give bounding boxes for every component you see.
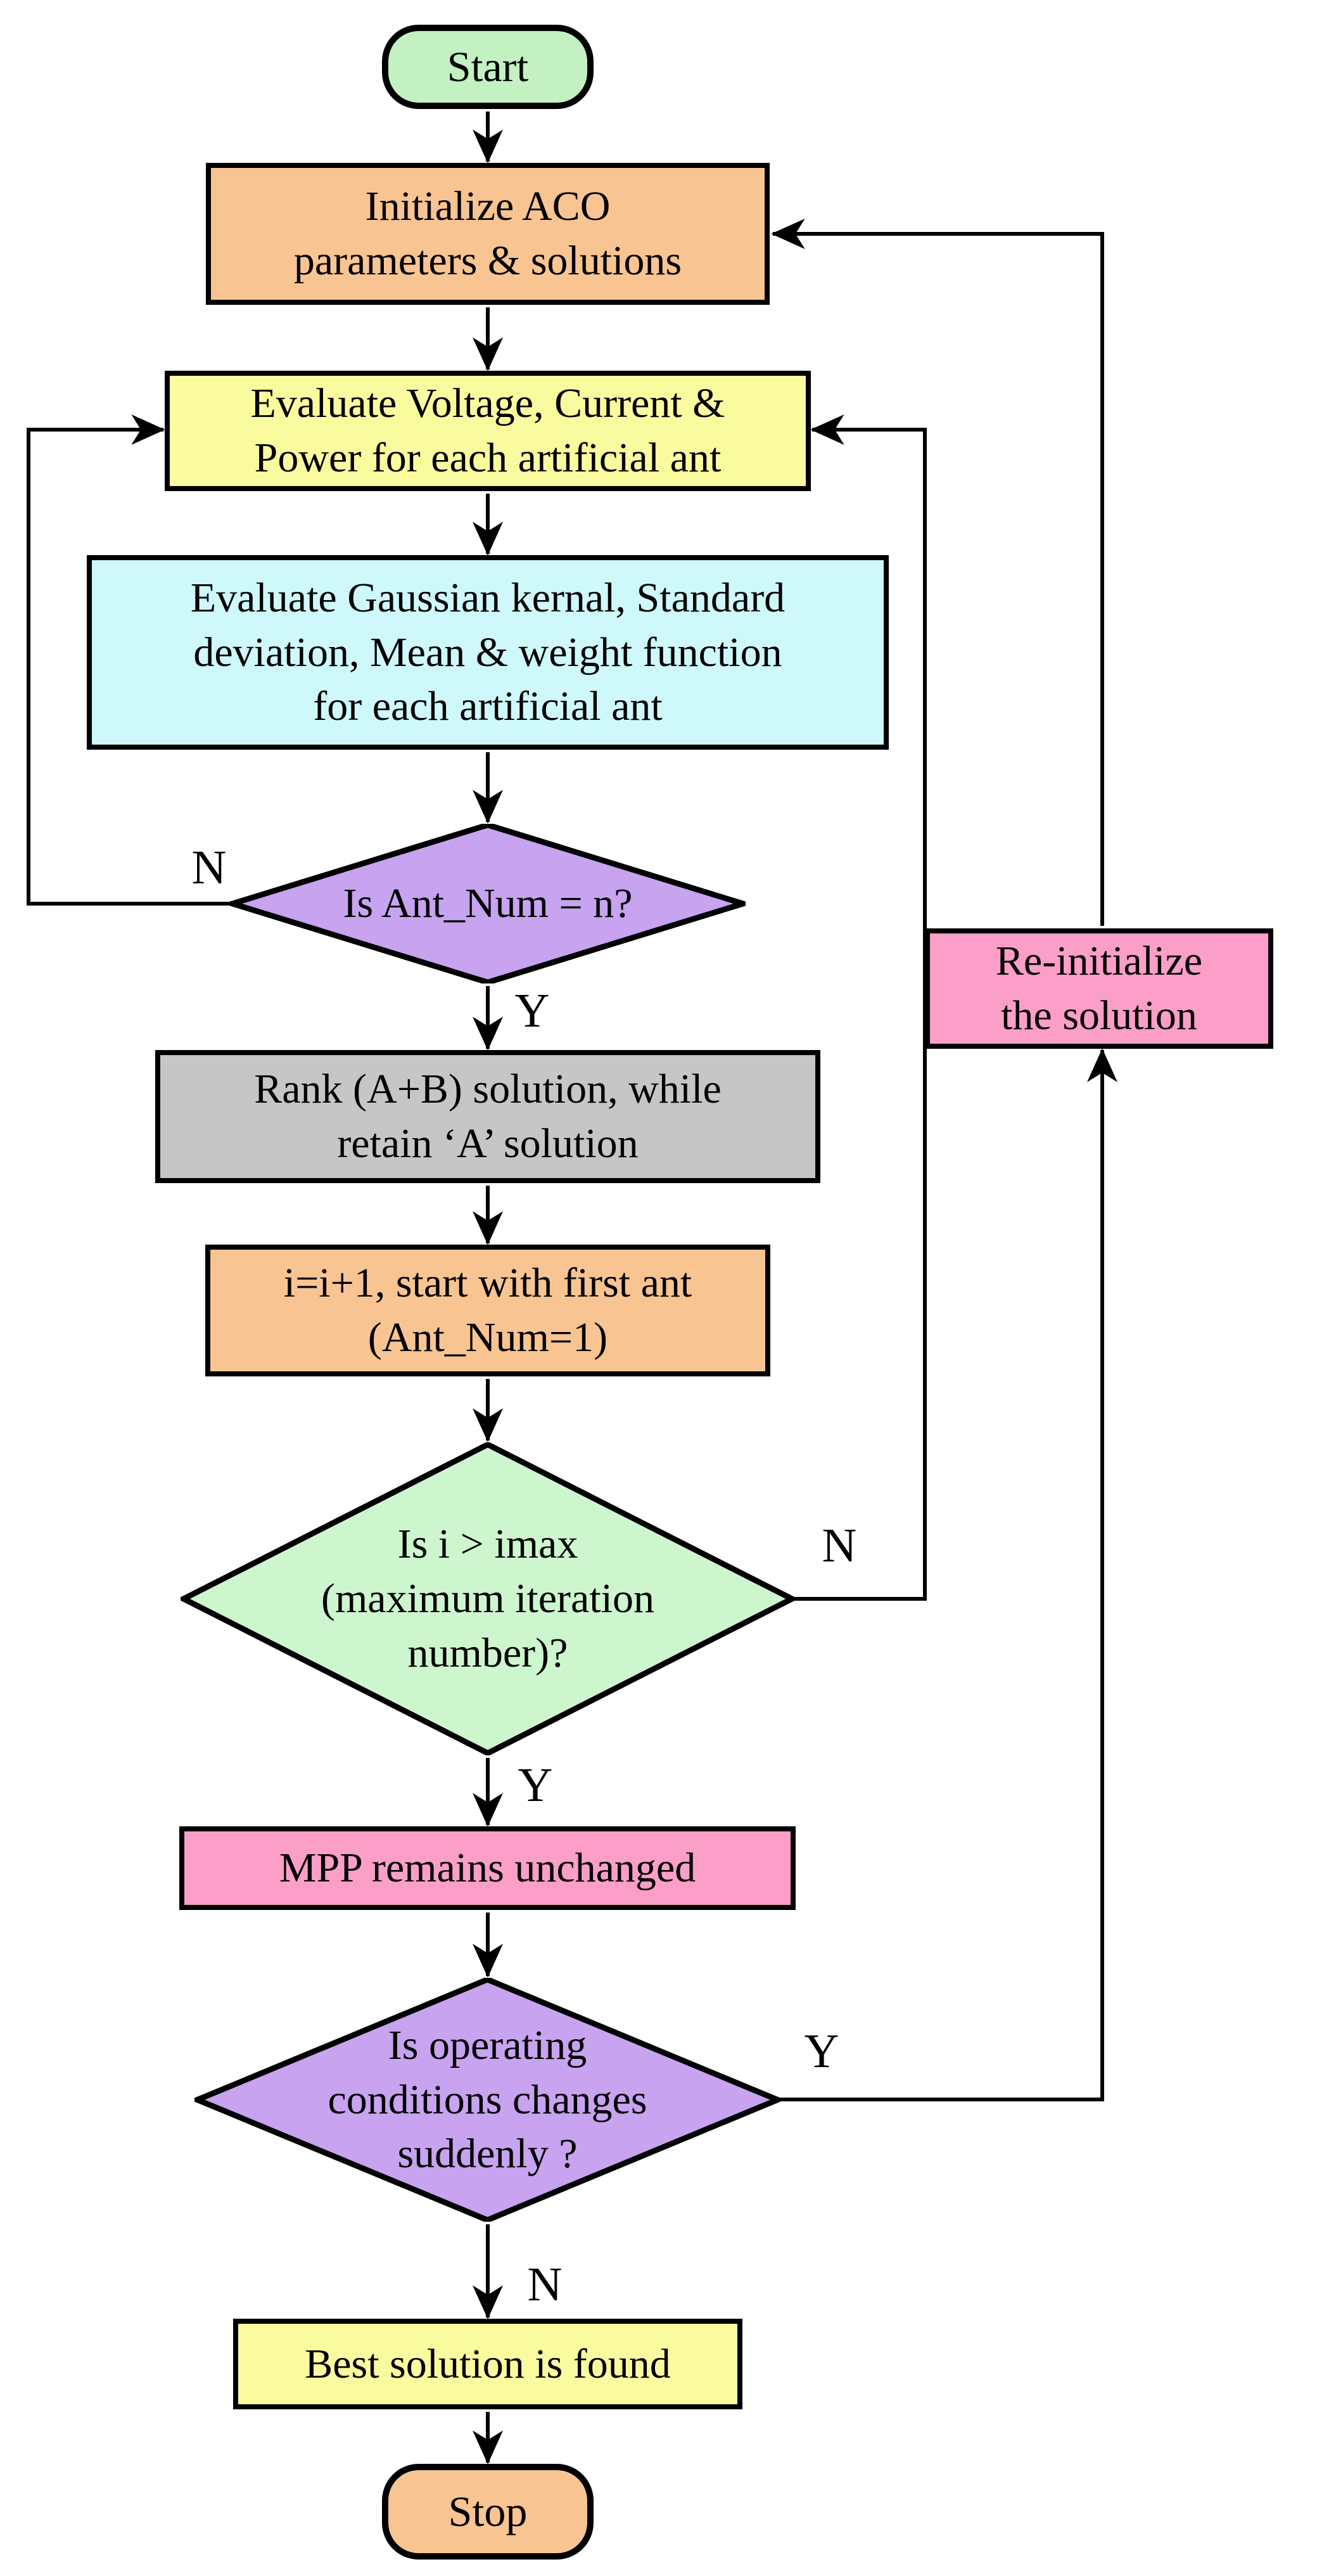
edge-antnum-no-loop — [27, 414, 230, 906]
node-label: Is i > imax (maximum iteration number)? — [321, 1521, 655, 1676]
node-mpp-unchanged: MPP remains unchanged — [179, 1826, 796, 1910]
edge-oper-yes-to-reinit — [780, 1048, 1117, 2101]
node-label: Best solution is found — [305, 2340, 671, 2387]
edge-label-oper-yes: Y — [804, 2025, 839, 2078]
node-initialize-aco: Initialize ACO parameters & solutions — [206, 163, 770, 305]
node-label: i=i+1, start with first ant (Ant_Num=1) — [283, 1260, 692, 1361]
node-label: Re-initialize the solution — [995, 938, 1203, 1039]
node-evaluate-voltage-current-power: Evaluate Voltage, Current & Power for ea… — [165, 371, 811, 491]
diamond-shape — [194, 1978, 780, 2222]
node-decision-operating-conditions: Is operating conditions changes suddenly… — [194, 1978, 780, 2222]
diamond-shape — [181, 1442, 795, 1755]
edge-label-oper-no: N — [527, 2258, 563, 2311]
node-best-solution: Best solution is found — [233, 2319, 742, 2409]
edge-label-imax-no: N — [822, 1519, 857, 1572]
node-label: MPP remains unchanged — [279, 1845, 696, 1892]
node-increment-iteration: i=i+1, start with first ant (Ant_Num=1) — [205, 1245, 770, 1376]
node-stop: Stop — [382, 2464, 594, 2560]
node-label: Stop — [448, 2487, 528, 2536]
node-decision-imax: Is i > imax (maximum iteration number)? — [181, 1442, 795, 1755]
edge-reinit-to-init — [771, 219, 1104, 926]
diamond-shape — [230, 824, 746, 984]
node-label: Initialize ACO parameters & solutions — [293, 183, 682, 284]
diamond-polygon — [184, 1444, 792, 1753]
diamond-polygon — [232, 825, 743, 982]
edge-label-imax-yes: Y — [518, 1759, 553, 1812]
node-start: Start — [382, 25, 594, 109]
node-label: Is Ant_Num = n? — [343, 880, 633, 927]
node-label: Evaluate Voltage, Current & Power for ea… — [250, 380, 725, 481]
node-label: Evaluate Gaussian kernal, Standard devia… — [190, 574, 786, 730]
node-label: Is operating conditions changes suddenly… — [328, 2022, 647, 2177]
node-rank-solution: Rank (A+B) solution, while retain ‘A’ so… — [155, 1050, 820, 1183]
node-label: Rank (A+B) solution, while retain ‘A’ so… — [254, 1066, 722, 1167]
node-decision-ant-num: Is Ant_Num = n? — [230, 824, 746, 984]
node-label: Start — [447, 42, 529, 91]
node-evaluate-gaussian-kernel: Evaluate Gaussian kernal, Standard devia… — [87, 555, 889, 750]
diamond-polygon — [198, 1980, 778, 2220]
edge-label-antnum-no: N — [191, 841, 227, 894]
node-reinitialize-solution: Re-initialize the solution — [925, 928, 1273, 1049]
edge-label-antnum-yes: Y — [514, 984, 550, 1037]
